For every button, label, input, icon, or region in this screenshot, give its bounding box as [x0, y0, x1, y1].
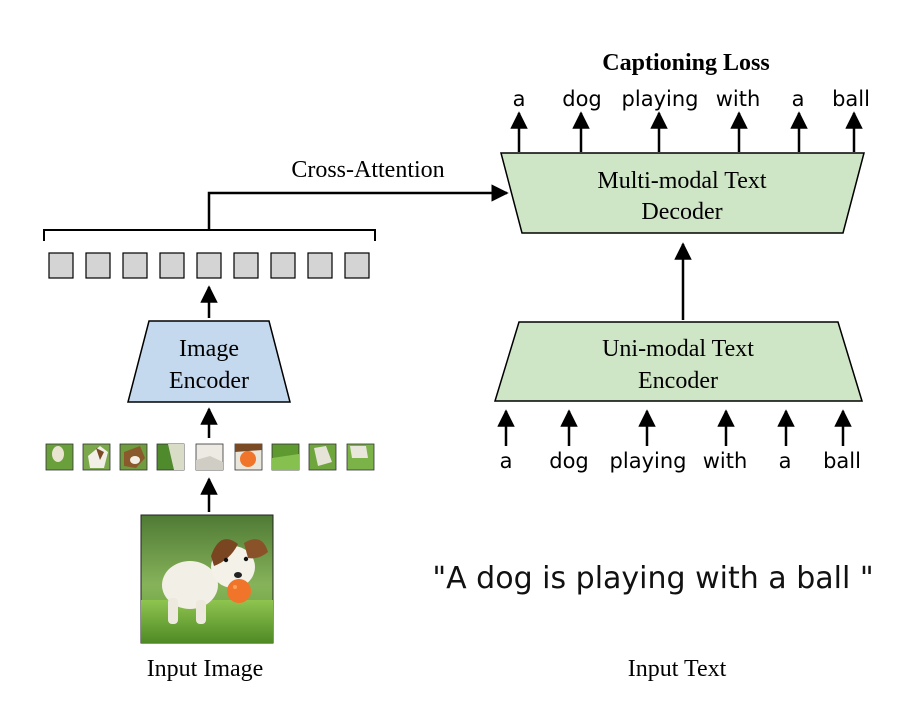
cross-attention-arrow [207, 184, 509, 229]
cross-attention-label: Cross-Attention [291, 157, 444, 183]
image-patch [308, 443, 337, 471]
image-token-box [48, 252, 74, 279]
input-caption-sentence: "A dog is playing with a ball " [432, 561, 873, 596]
image-patch [234, 443, 263, 471]
image-token-box [270, 252, 296, 279]
decoder-label-line2: Decoder [641, 199, 722, 225]
input-image-label: Input Image [147, 656, 264, 682]
image-token-bracket [43, 229, 376, 241]
image-patches [45, 443, 375, 471]
image-patch [45, 443, 74, 471]
orange-ball-icon [227, 579, 251, 603]
output-tokens: a dog playing with a ball [513, 87, 870, 111]
image-patch [195, 443, 224, 471]
input-token: ball [823, 449, 861, 473]
image-encoder-label-line2: Encoder [169, 368, 249, 394]
captioning-loss-title: Captioning Loss [602, 50, 769, 76]
input-dog-image [140, 514, 274, 644]
input-arrows [497, 409, 852, 446]
image-encoder-block [127, 320, 291, 403]
input-token: playing [610, 449, 687, 473]
input-token: with [703, 449, 748, 473]
text-encoder-label-line2: Encoder [638, 368, 718, 394]
image-token-box [344, 252, 370, 279]
output-arrows [510, 111, 863, 152]
image-encoder-label-line1: Image [179, 336, 239, 362]
output-token: a [513, 87, 526, 111]
image-patch [82, 443, 111, 471]
input-token: dog [549, 449, 589, 473]
image-patch [346, 443, 375, 471]
output-token: dog [562, 87, 602, 111]
image-token-box [233, 252, 259, 279]
output-token: playing [622, 87, 699, 111]
text-encoder-label-line1: Uni-modal Text [602, 336, 754, 362]
image-tokens [48, 252, 370, 279]
multimodal-text-decoder-block [500, 152, 865, 234]
unimodal-text-encoder-block [493, 321, 864, 402]
image-patch [119, 443, 148, 471]
input-token: a [779, 449, 792, 473]
output-token: a [792, 87, 805, 111]
input-token: a [500, 449, 513, 473]
image-token-box [159, 252, 185, 279]
input-tokens: a dog playing with a ball [500, 449, 861, 473]
image-patch [156, 443, 185, 471]
image-patch [271, 443, 300, 471]
image-token-box [85, 252, 111, 279]
input-text-label: Input Text [628, 656, 727, 682]
output-token: with [716, 87, 761, 111]
decoder-label-line1: Multi-modal Text [597, 168, 767, 194]
image-token-box [307, 252, 333, 279]
image-token-box [196, 252, 222, 279]
output-token: ball [832, 87, 870, 111]
image-token-box [122, 252, 148, 279]
